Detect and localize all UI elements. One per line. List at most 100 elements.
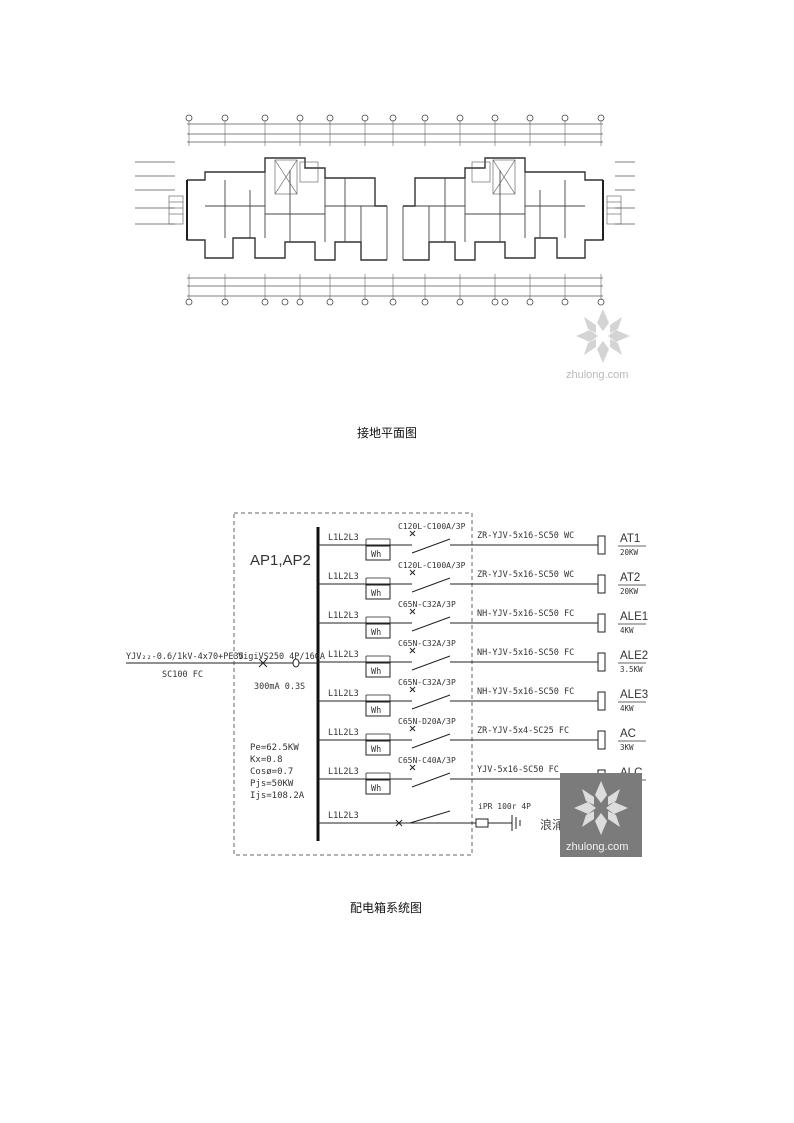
grounding-plan-drawing — [135, 114, 635, 306]
breaker-label: C65N-C32A/3P — [398, 600, 456, 609]
load-name: AT2 — [620, 572, 640, 584]
watermark-text: zhulong.com — [566, 841, 629, 853]
figure1-caption: 接地平面图 — [357, 426, 418, 440]
load-power: 20KW — [620, 587, 639, 596]
meter-box — [365, 701, 391, 717]
circuit-phase: L1L2L3 — [328, 572, 359, 582]
meter-box — [365, 779, 391, 795]
ground-conductor — [186, 180, 604, 240]
load-terminal — [597, 652, 606, 672]
load-calc: Pe=62.5KW Kx=0.8 Cosø=0.7 Pjs=50KW Ijs=1… — [250, 743, 305, 801]
breaker-label: C65N-D20A/3P — [398, 717, 456, 726]
calc-pe: Pe=62.5KW — [250, 743, 299, 753]
meter-label: Wh — [371, 784, 381, 794]
cable-label: NH-YJV-5x16-SC50 FC — [477, 609, 574, 619]
meter-label: Wh — [371, 550, 381, 560]
axis-bubbles-top — [185, 114, 605, 122]
circuit-phase: L1L2L3 — [328, 533, 359, 543]
load-terminal — [597, 574, 606, 594]
calc-cos: Cosø=0.7 — [250, 767, 293, 777]
cable-label: ZR-YJV-5x16-SC50 WC — [477, 570, 574, 580]
calc-pjs: Pjs=50KW — [250, 779, 294, 789]
zhulong-logo-icon — [574, 781, 628, 835]
breaker-x-symbol — [409, 608, 416, 615]
watermark-text: zhulong.com — [566, 369, 629, 381]
load-name: ALE2 — [620, 650, 648, 662]
meter-label: Wh — [371, 628, 381, 638]
main-breaker-symbol — [258, 658, 300, 668]
cable-label: ZR-YJV-5x4-SC25 FC — [477, 726, 569, 736]
meter-box — [365, 584, 391, 600]
earth-symbol — [511, 815, 521, 831]
cable-label: NH-YJV-5x16-SC50 FC — [477, 648, 574, 658]
circuit-phase: L1L2L3 — [328, 728, 359, 738]
stair-elevator-blocks — [168, 159, 622, 225]
zhulong-logo-icon — [576, 309, 630, 363]
load-name: ALE1 — [620, 611, 648, 623]
breaker-label: C120L-C100A/3P — [398, 522, 466, 531]
breaker-label: C65N-C32A/3P — [398, 678, 456, 687]
meter-label: Wh — [371, 589, 381, 599]
breaker-x-symbol — [409, 686, 416, 693]
watermark-plan: zhulong.com — [566, 305, 638, 385]
figure2-caption: 配电箱系统图 — [350, 901, 423, 915]
distribution-diagram-svg: AP1,AP2 YJV₂₂-0.6/1kV-4x70+PE35 SC100 FC… — [126, 512, 648, 856]
load-power: 4KW — [620, 626, 634, 635]
main-breaker-label: VigiVS250 4P/160A — [238, 652, 325, 662]
spd-phase: L1L2L3 — [328, 811, 359, 821]
spd-row: L1L2L3 iPR 100r 4P 浪涌保 — [318, 802, 576, 832]
load-power: 20KW — [620, 548, 639, 557]
watermark-block: zhulong.com — [560, 773, 642, 857]
building-outline — [186, 157, 604, 261]
breaker-label: C65N-C32A/3P — [398, 639, 456, 648]
load-power: 3KW — [620, 743, 634, 752]
load-power: 3.5KW — [620, 665, 643, 674]
meter-box — [365, 740, 391, 756]
circuit-phase: L1L2L3 — [328, 767, 359, 777]
cable-label: YJV-5x16-SC50 FC — [477, 765, 559, 775]
load-name: AT1 — [620, 533, 640, 545]
breaker-x-symbol — [409, 647, 416, 654]
load-name: AC — [620, 728, 636, 740]
meter-box — [365, 623, 391, 639]
grounding-plan-figure — [125, 110, 645, 410]
breaker-label: C65N-C40A/3P — [398, 756, 456, 765]
circuit-phase: L1L2L3 — [328, 689, 359, 699]
meter-box — [365, 545, 391, 561]
load-terminal — [597, 535, 606, 555]
circuit-phase: L1L2L3 — [328, 611, 359, 621]
calc-kx: Kx=0.8 — [250, 755, 283, 765]
meter-label: Wh — [371, 745, 381, 755]
spd-label: iPR 100r 4P — [478, 802, 531, 811]
distribution-diagram: AP1,AP2 YJV₂₂-0.6/1kV-4x70+PE35 SC100 FC… — [120, 505, 650, 875]
load-terminal — [597, 730, 606, 750]
incoming-cable: YJV₂₂-0.6/1kV-4x70+PE35 — [126, 652, 244, 662]
breaker-label: C120L-C100A/3P — [398, 561, 466, 570]
calc-ijs: Ijs=108.2A — [250, 791, 305, 801]
cable-label: ZR-YJV-5x16-SC50 WC — [477, 531, 574, 541]
meter-label: Wh — [371, 706, 381, 716]
rcd-label: 300mA 0.3S — [254, 682, 305, 692]
load-terminal — [597, 613, 606, 633]
load-power: 4KW — [620, 704, 634, 713]
meter-box — [365, 662, 391, 678]
cable-label: NH-YJV-5x16-SC50 FC — [477, 687, 574, 697]
incoming-conduit: SC100 FC — [162, 670, 203, 680]
breaker-x-symbol — [409, 530, 416, 537]
spd-device — [475, 818, 489, 828]
circuit-phase: L1L2L3 — [328, 650, 359, 660]
meter-label: Wh — [371, 667, 381, 677]
breaker-x-symbol — [409, 569, 416, 576]
enclosure-dashed-box — [233, 512, 473, 856]
breaker-x-symbol — [409, 764, 416, 771]
load-name: ALE3 — [620, 689, 648, 701]
axis-bubbles-bottom — [185, 298, 605, 306]
breaker-x-symbol — [409, 725, 416, 732]
